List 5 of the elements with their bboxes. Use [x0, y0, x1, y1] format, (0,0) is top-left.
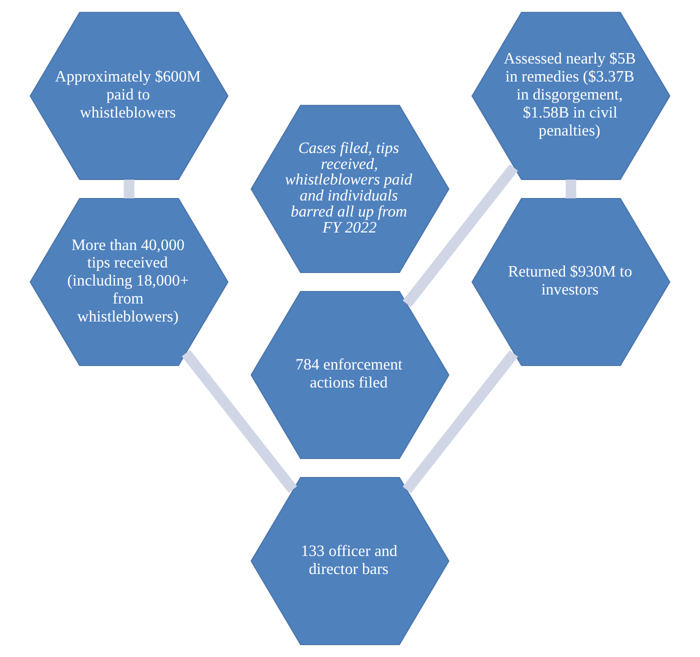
- connector: [402, 164, 518, 308]
- connector: [124, 180, 134, 198]
- connector: [182, 350, 298, 493]
- connector: [402, 350, 518, 494]
- connector: [566, 180, 576, 198]
